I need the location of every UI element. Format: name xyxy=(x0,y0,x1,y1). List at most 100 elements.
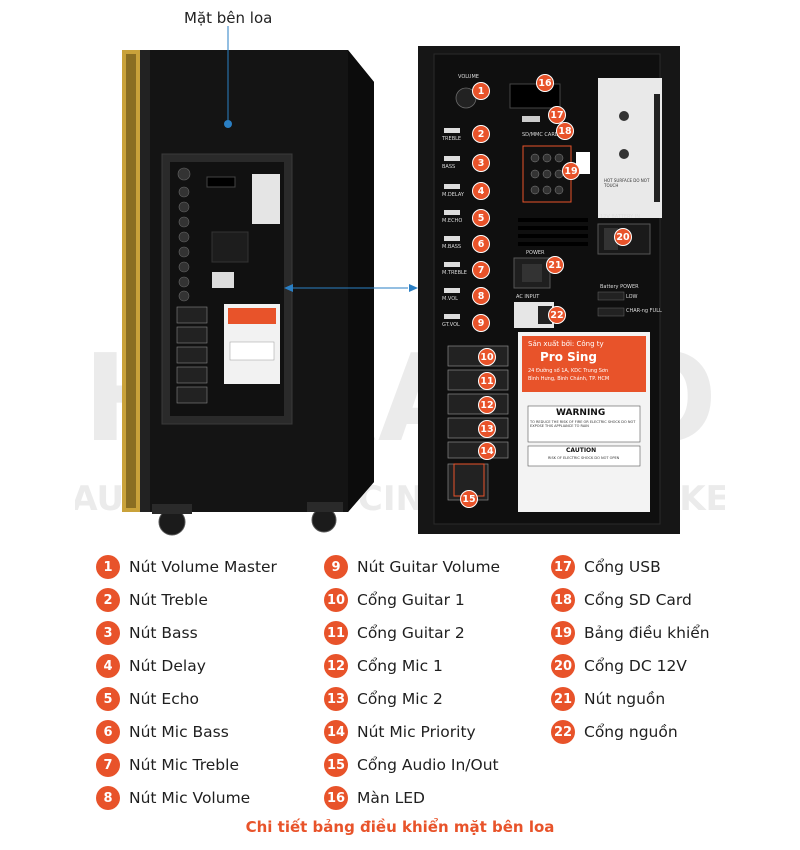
brand-address-1: 24 Đường số 1A, KDC Trung Sơn xyxy=(528,368,609,374)
legend-label: Nút Guitar Volume xyxy=(357,558,501,576)
caution-text: RISK OF ELECTRIC SHOCK DO NOT OPEN xyxy=(548,456,620,460)
legend-item: 14 Nút Mic Priority xyxy=(324,719,476,745)
battery-power-label: Battery POWER xyxy=(600,284,639,290)
panel-graphic xyxy=(418,46,680,534)
legend-number-badge: 5 xyxy=(96,687,120,711)
legend-number-badge: 14 xyxy=(324,720,348,744)
legend-item: 21 Nút nguồn xyxy=(551,686,665,712)
warning-title: WARNING xyxy=(556,408,606,418)
legend-item: 10 Cổng Guitar 1 xyxy=(324,587,465,613)
panel-marker-14: 14 xyxy=(478,442,496,460)
panel-zoom-arrow xyxy=(284,284,418,292)
legend-item: 17 Cổng USB xyxy=(551,554,661,580)
cabinet-side-label: Mặt bên loa xyxy=(184,9,273,27)
legend-number-badge: 22 xyxy=(551,720,575,744)
panel-marker-5: 5 xyxy=(472,209,490,227)
panel-marker-19: 19 xyxy=(562,162,580,180)
panel-marker-4: 4 xyxy=(472,182,490,200)
legend-item: 13 Cổng Mic 2 xyxy=(324,686,443,712)
caption: Chi tiết bảng điều khiển mặt bên loa xyxy=(245,818,555,836)
guitar-vol-label: GT.VOL xyxy=(442,322,460,328)
legend-label: Nút Bass xyxy=(129,624,198,642)
legend-label: Màn LED xyxy=(357,789,425,807)
mic-treble-label: M.TREBLE xyxy=(442,270,467,276)
sd-card-label: SD/MMC CARD xyxy=(522,132,559,138)
legend-number-badge: 1 xyxy=(96,555,120,579)
legend-number-badge: 16 xyxy=(324,786,348,810)
panel-marker-7: 7 xyxy=(472,261,490,279)
legend-label: Cổng Guitar 1 xyxy=(357,591,465,609)
legend-label: Cổng Audio In/Out xyxy=(357,756,499,774)
legend-label: Nút nguồn xyxy=(584,690,666,708)
legend-number-badge: 21 xyxy=(551,687,575,711)
legend-label: Cổng Mic 1 xyxy=(357,657,443,675)
legend-item: 3 Nút Bass xyxy=(96,620,198,646)
legend-number-badge: 10 xyxy=(324,588,348,612)
panel-marker-20: 20 xyxy=(614,228,632,246)
legend-label: Nút Mic Bass xyxy=(129,723,229,741)
legend-number-badge: 7 xyxy=(96,753,120,777)
warning-text: TO REDUCE THE RISK OF FIRE OR ELECTRIC S… xyxy=(530,420,636,428)
volume-label: VOLUME xyxy=(458,74,479,80)
legend-number-badge: 18 xyxy=(551,588,575,612)
legend-label: Cổng Guitar 2 xyxy=(357,624,465,642)
legend-item: 9 Nút Guitar Volume xyxy=(324,554,500,580)
legend-item: 5 Nút Echo xyxy=(96,686,199,712)
panel-marker-3: 3 xyxy=(472,154,490,172)
panel-marker-8: 8 xyxy=(472,287,490,305)
mic-vol-label: M.VOL xyxy=(442,296,458,302)
panel-marker-12: 12 xyxy=(478,396,496,414)
legend-number-badge: 13 xyxy=(324,687,348,711)
legend-number-badge: 4 xyxy=(96,654,120,678)
charge-label: CHAR-ng FULL xyxy=(626,308,662,314)
legend-item: 11 Cổng Guitar 2 xyxy=(324,620,465,646)
legend-item: 1 Nút Volume Master xyxy=(96,554,277,580)
panel-marker-13: 13 xyxy=(478,420,496,438)
panel-marker-2: 2 xyxy=(472,125,490,143)
legend-item: 18 Cổng SD Card xyxy=(551,587,692,613)
echo-label: M.ECHO xyxy=(442,218,463,224)
legend-label: Nút Echo xyxy=(129,690,200,708)
legend-number-badge: 15 xyxy=(324,753,348,777)
legend-number-badge: 11 xyxy=(324,621,348,645)
speaker-cabinet-photo xyxy=(122,50,374,536)
legend-label: Cổng Mic 2 xyxy=(357,690,443,708)
brand-line1: Sản xuất bởi: Công ty xyxy=(528,340,604,348)
legend-number-badge: 9 xyxy=(324,555,348,579)
panel-marker-1: 1 xyxy=(472,82,490,100)
panel-marker-16: 16 xyxy=(536,74,554,92)
legend-number-badge: 12 xyxy=(324,654,348,678)
power-label: POWER xyxy=(526,250,545,256)
legend-label: Nút Treble xyxy=(129,591,208,609)
legend-item: 2 Nút Treble xyxy=(96,587,208,613)
panel-marker-15: 15 xyxy=(460,490,478,508)
legend-number-badge: 17 xyxy=(551,555,575,579)
brand-address-2: Bình Hưng, Bình Chánh, TP. HCM xyxy=(528,376,610,382)
caution-title: CAUTION xyxy=(566,447,597,454)
legend-label: Nút Mic Priority xyxy=(357,723,476,741)
panel-marker-9: 9 xyxy=(472,314,490,332)
cabinet-callout-line xyxy=(224,26,232,128)
legend-label: Nút Volume Master xyxy=(129,558,277,576)
legend-number-badge: 8 xyxy=(96,786,120,810)
hot-surface-label: HOT SURFACE DO NOT TOUCH xyxy=(604,178,650,188)
legend-number-badge: 2 xyxy=(96,588,120,612)
legend-label: Cổng nguồn xyxy=(584,723,678,741)
panel-marker-11: 11 xyxy=(478,372,496,390)
legend-item: 16 Màn LED xyxy=(324,785,425,811)
legend-label: Cổng USB xyxy=(584,558,661,576)
legend-item: 12 Cổng Mic 1 xyxy=(324,653,443,679)
legend-label: Cổng SD Card xyxy=(584,591,692,609)
legend-label: Cổng DC 12V xyxy=(584,657,687,675)
panel-marker-6: 6 xyxy=(472,235,490,253)
legend-number-badge: 19 xyxy=(551,621,575,645)
legend-number-badge: 20 xyxy=(551,654,575,678)
legend-number-badge: 3 xyxy=(96,621,120,645)
delay-label: M.DELAY xyxy=(442,192,464,198)
legend-label: Nút Mic Treble xyxy=(129,756,239,774)
panel-marker-18: 18 xyxy=(556,122,574,140)
legend-label: Nút Delay xyxy=(129,657,206,675)
